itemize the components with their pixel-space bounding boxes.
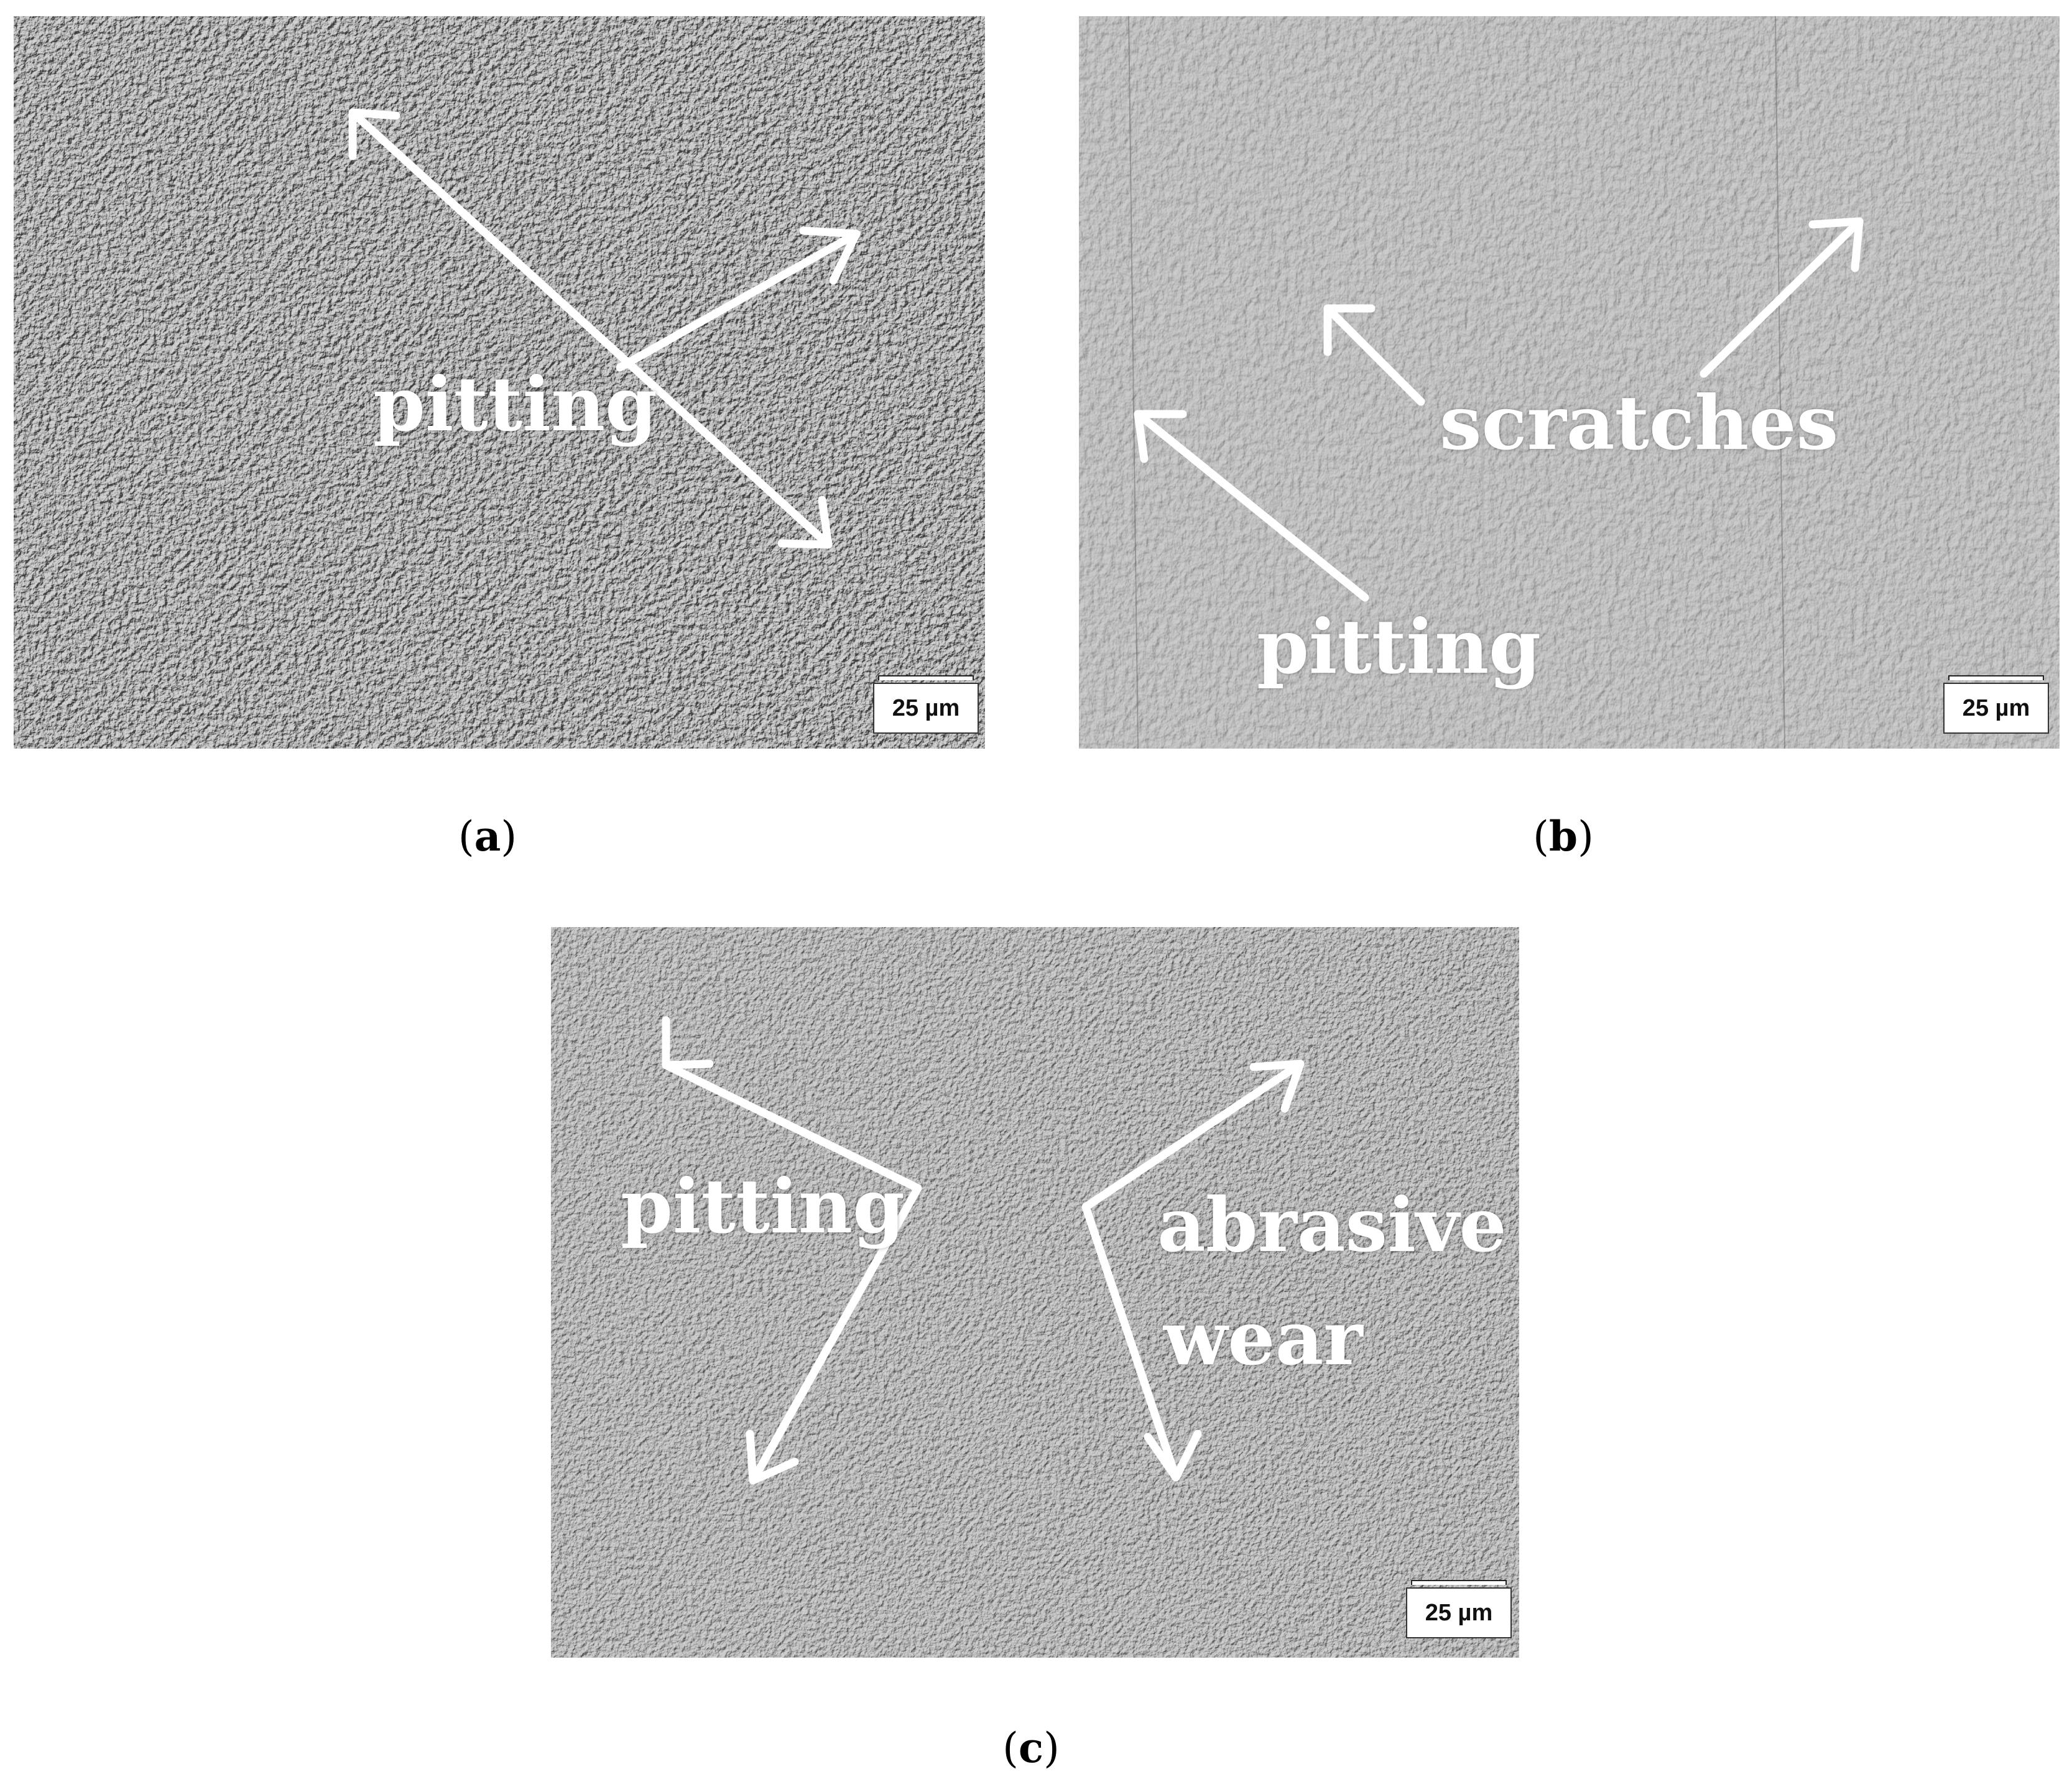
micrograph-panel-c: pitting abrasive wear 25 µm [551, 927, 1519, 1658]
scale-bar-a: 25 µm [873, 675, 979, 734]
caption-a: (a) [458, 812, 517, 861]
surface-texture-c [551, 927, 1519, 1658]
label-pitting-c: pitting [621, 1163, 905, 1250]
label-abrasive-c: abrasive [1157, 1181, 1507, 1269]
label-scratches-b: scratches [1440, 379, 1839, 467]
arrow-icon [1134, 217, 1864, 602]
surface-texture-a [14, 16, 985, 749]
micrograph-panel-a: pitting 25 µm [14, 16, 985, 749]
scale-bar-c: 25 µm [1406, 1580, 1512, 1638]
surface-texture-b [1079, 16, 2060, 749]
label-pitting-a: pitting [373, 361, 658, 448]
label-pitting-b: pitting [1257, 603, 1542, 691]
scale-bar-label: 25 µm [1406, 1587, 1512, 1638]
label-wear-c: wear [1163, 1295, 1363, 1382]
scale-bar-label: 25 µm [1943, 683, 2049, 734]
arrow-icon [348, 108, 861, 549]
scale-bar-label: 25 µm [873, 683, 979, 734]
scale-bar-b: 25 µm [1943, 675, 2049, 734]
caption-c: (c) [1002, 1724, 1060, 1772]
micrograph-panel-b: scratches pitting 25 µm [1079, 16, 2060, 749]
caption-b: (b) [1533, 812, 1594, 861]
arrow-icon [662, 1016, 1305, 1485]
